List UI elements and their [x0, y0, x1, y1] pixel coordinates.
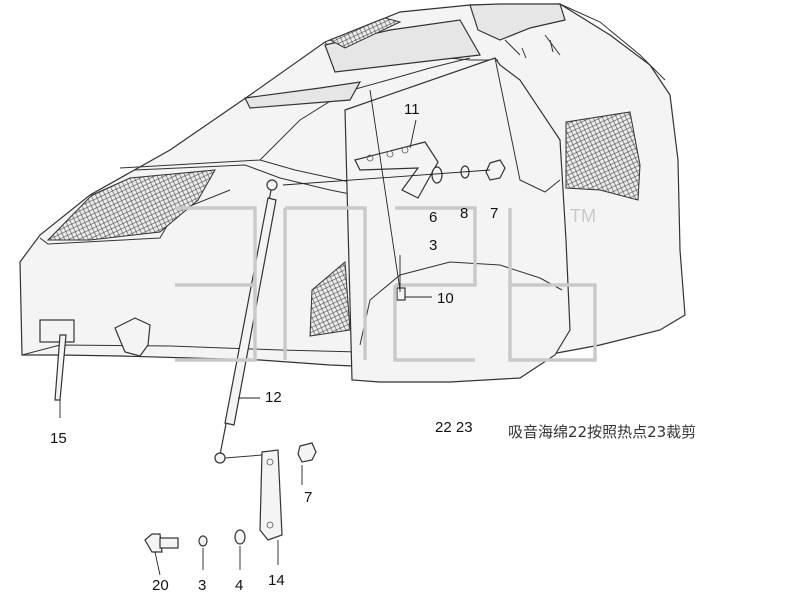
partition-panel: [344, 57, 571, 383]
callout-7-upper: 7: [490, 205, 498, 222]
callout-11: 11: [404, 101, 420, 118]
callout-8: 8: [460, 205, 468, 222]
fastener-part-10: [396, 287, 406, 301]
callout-22-23: 22 23: [435, 419, 473, 436]
leader-lines: [59, 89, 491, 576]
lower-inner-mesh: [309, 260, 351, 337]
cutting-note: 吸音海绵22按照热点23裁剪: [508, 423, 696, 441]
washer-part-6: [431, 166, 443, 184]
watermark-glyphs: [175, 206, 597, 362]
bracket-part-14: [259, 449, 283, 541]
bolt-part-20: [144, 533, 179, 553]
nut-part-7-lower: [297, 442, 317, 463]
callout-15: 15: [50, 430, 67, 447]
gas-strut-part-12: [214, 179, 278, 464]
watermark-tm: TM: [570, 206, 596, 226]
callout-4: 4: [235, 577, 243, 594]
latch-rod-part-15: [39, 319, 75, 401]
callout-3-lower: 3: [198, 577, 206, 594]
side-grille-mesh: [565, 111, 641, 201]
callouts: 11 6 8 7 3 10 12 15 22 23 7 20 3 4 14: [50, 101, 498, 594]
callout-20: 20: [152, 577, 169, 594]
nut-part-7-upper: [485, 159, 506, 181]
front-grille-mesh: [46, 169, 216, 241]
bracket-part-11: [354, 141, 439, 199]
watermark: TM: [175, 206, 597, 362]
callout-14: 14: [268, 572, 285, 589]
washer-part-3-lower: [198, 535, 208, 547]
callout-3-upper: 3: [429, 237, 437, 254]
callout-10: 10: [437, 290, 454, 307]
hood-hinge: [114, 317, 151, 357]
callout-12: 12: [265, 389, 282, 406]
washer-part-4: [234, 529, 246, 545]
upper-right-bracket: [469, 3, 566, 59]
callout-7-lower: 7: [304, 489, 312, 506]
callout-6: 6: [429, 209, 437, 226]
